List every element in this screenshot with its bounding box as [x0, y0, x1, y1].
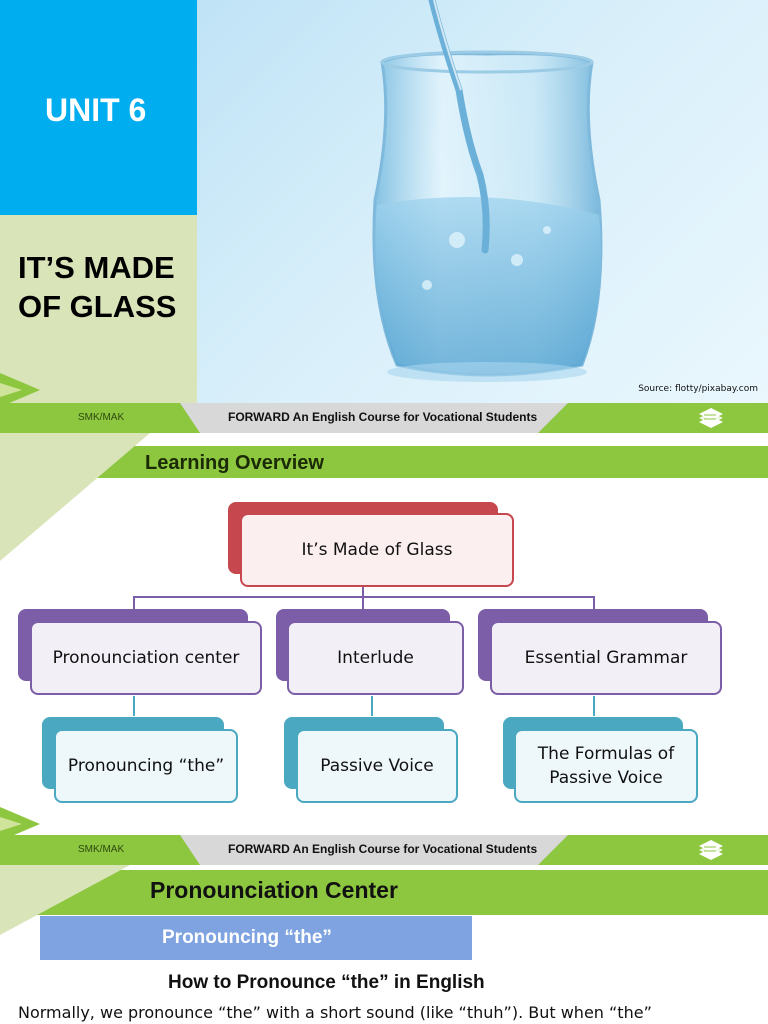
glass-water-photo: Source: flotty/pixabay.com — [197, 0, 768, 403]
unit-number: UNIT 6 — [45, 92, 147, 128]
child-label: The Formulas of Passive Voice — [514, 729, 698, 803]
unit-title: IT’S MADE OF GLASS — [18, 250, 177, 324]
connector-branch-1 — [133, 596, 135, 610]
root-node-label: It’s Made of Glass — [240, 513, 514, 587]
child-label: Pronouncing “the” — [54, 729, 238, 803]
branch-label: Interlude — [287, 621, 464, 695]
connector-child-2 — [371, 696, 373, 716]
footer-left-ribbon — [0, 403, 200, 433]
footer-course-title: FORWARD An English Course for Vocational… — [228, 842, 538, 856]
lesson-title: How to Pronounce “the” in English — [168, 972, 485, 993]
unit-box — [0, 0, 197, 215]
green-chevron-decoration — [0, 807, 40, 835]
glass-of-water-illustration — [372, 0, 603, 382]
subheading-bar — [40, 916, 472, 960]
book-stack-icon — [699, 408, 723, 428]
photo-source: Source: flotty/pixabay.com — [638, 384, 758, 394]
title-slide: UNIT 6 IT’S MADE OF GLASS — [0, 0, 768, 433]
branch-label: Essential Grammar — [490, 621, 722, 695]
footer-right-ribbon — [538, 835, 768, 865]
pronunciation-subheading: Pronouncing “the” — [162, 927, 332, 948]
green-chevron-decoration — [0, 373, 40, 407]
connector-child-3 — [593, 696, 595, 716]
lesson-body-text: Normally, we pronounce “the” with a shor… — [18, 1003, 652, 1022]
branch-label: Pronounciation center — [30, 621, 262, 695]
footer-right-ribbon — [538, 403, 768, 433]
pronunciation-heading: Pronounciation Center — [150, 877, 398, 903]
connector-branch-2 — [362, 596, 364, 610]
child-label: Passive Voice — [296, 729, 458, 803]
slide-footer: SMK/MAK FORWARD An English Course for Vo… — [0, 403, 768, 433]
book-stack-icon — [699, 840, 723, 860]
connector-child-1 — [133, 696, 135, 716]
connector-branch-3 — [593, 596, 595, 610]
footer-course-title: FORWARD An English Course for Vocational… — [228, 410, 538, 424]
connector-horizontal — [133, 596, 595, 598]
footer-left-ribbon — [0, 835, 200, 865]
overview-heading: Learning Overview — [145, 452, 324, 474]
footer-level: SMK/MAK — [78, 412, 125, 423]
pronunciation-header-bar — [0, 870, 768, 915]
slide-footer: SMK/MAK FORWARD An English Course for Vo… — [0, 835, 768, 865]
pronunciation-center-slide: Pronounciation Center Pronouncing “the” … — [0, 865, 768, 1024]
title-box — [0, 215, 197, 403]
footer-level: SMK/MAK — [78, 844, 125, 855]
learning-overview-slide: Learning Overview It’s Made of Glass Pro… — [0, 433, 768, 835]
